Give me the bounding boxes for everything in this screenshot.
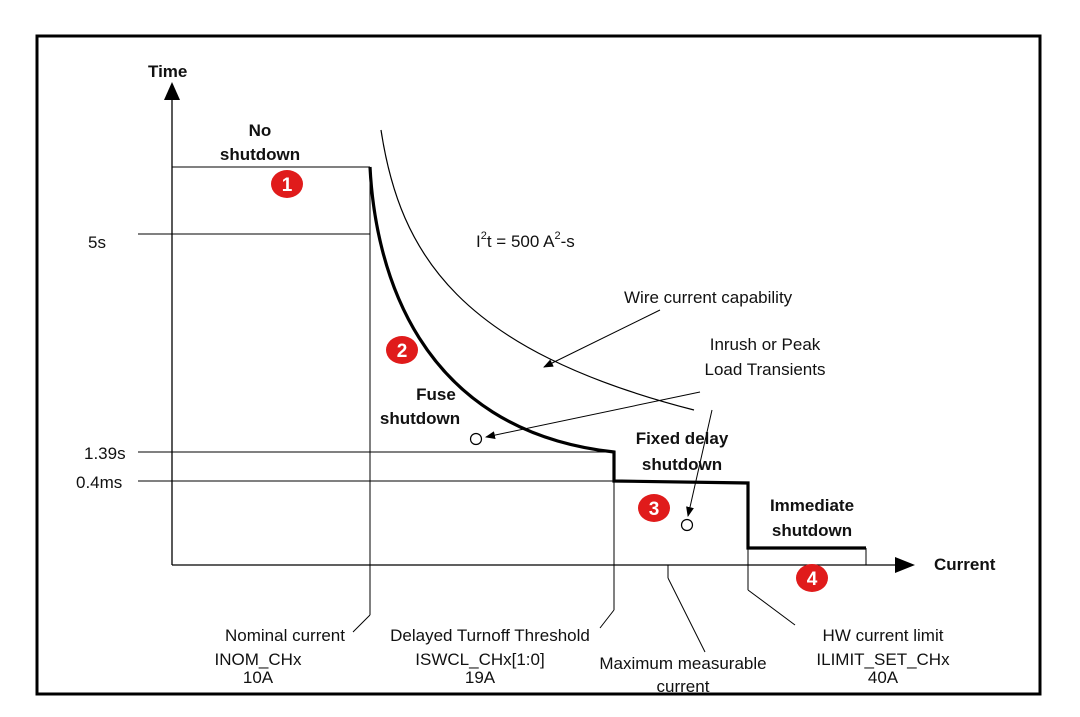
fuse-shutdown-label-1: Fuse (416, 385, 456, 404)
delayed-label-3: 19A (465, 668, 496, 687)
fuse-shutdown-label-2: shutdown (380, 409, 460, 428)
wire-capability-curve (380, 129, 695, 411)
y-axis-arrow-icon (164, 82, 180, 100)
badge-2: 2 (386, 336, 418, 364)
badge-2-text: 2 (397, 341, 408, 362)
tick-label-1-39s: 1.39s (84, 444, 126, 463)
x-axis-title: Current (934, 555, 996, 574)
transient-marker-fixed (680, 518, 694, 532)
no-shutdown-label-2: shutdown (220, 145, 300, 164)
wire-annotation-arrow (543, 309, 661, 368)
no-shutdown-label-1: No (249, 121, 272, 140)
hw-limit-label-1: HW current limit (823, 626, 944, 645)
maximum-label-2: current (657, 677, 710, 696)
fixed-delay-label-2: shutdown (642, 455, 722, 474)
nominal-label-1: Nominal current (225, 626, 345, 645)
maximum-label-1: Maximum measurable (599, 654, 766, 673)
transient-marker-fuse (469, 432, 483, 446)
badge-1: 1 (271, 170, 303, 198)
immediate-label-1: Immediate (770, 496, 854, 515)
badge-4-circle (796, 564, 828, 592)
wire-capability-label: Wire current capability (624, 288, 793, 307)
hw-limit-label-3: 40A (868, 668, 899, 687)
hw-limit-label-2: ILIMIT_SET_CHx (816, 650, 950, 669)
formula-exp1: 2 (481, 230, 487, 242)
formula-base: I (476, 232, 481, 251)
leader-hw-limit (747, 589, 796, 626)
leader-nominal (352, 614, 371, 633)
tick-label-5s: 5s (88, 233, 106, 252)
badge-3-circle (638, 494, 670, 522)
outer-frame (35, 34, 1042, 696)
leader-maximum (667, 577, 706, 653)
badge-4-text: 4 (807, 569, 818, 590)
badge-3-text: 3 (649, 499, 660, 520)
badge-1-text: 1 (282, 175, 293, 196)
inrush-arrow-fuse (485, 391, 701, 440)
inrush-arrow-fixed (686, 409, 713, 517)
leader-delayed (599, 609, 615, 629)
badge-1-circle (271, 170, 303, 198)
formula-mid: t = 500 A (487, 232, 555, 251)
i2t-formula: I2t = 500 A2-s (476, 230, 575, 251)
formula-tail: -s (561, 232, 575, 251)
delayed-label-2: ISWCL_CHx[1:0] (415, 650, 544, 669)
delayed-label-1: Delayed Turnoff Threshold (390, 626, 590, 645)
y-axis-title: Time (148, 62, 187, 81)
fixed-delay-label-1: Fixed delay (636, 429, 729, 448)
nominal-label-2: INOM_CHx (215, 650, 302, 669)
x-axis-arrow-icon (895, 557, 915, 573)
protection-curve (368, 166, 866, 550)
inrush-label-2: Load Transients (705, 360, 826, 379)
nominal-label-3: 10A (243, 668, 274, 687)
badge-3: 3 (638, 494, 670, 522)
inrush-label-1: Inrush or Peak (710, 335, 821, 354)
badge-4: 4 (796, 564, 828, 592)
formula-exp2: 2 (554, 230, 560, 242)
immediate-label-2: shutdown (772, 521, 852, 540)
tick-label-0-4ms: 0.4ms (76, 473, 122, 492)
badge-2-circle (386, 336, 418, 364)
